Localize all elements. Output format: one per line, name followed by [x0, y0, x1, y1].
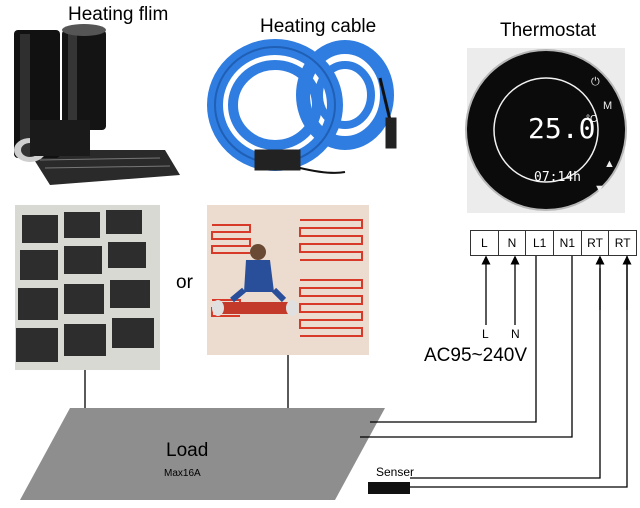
mode-button[interactable]: M [603, 100, 613, 112]
load-max-label: Max16A [164, 468, 201, 479]
down-arrow-icon[interactable]: ▼ [594, 183, 605, 195]
terminal-n1: N1 [554, 231, 582, 255]
thermostat-time: 07:14h [534, 170, 581, 185]
sensor-label: Senser [376, 465, 415, 479]
heating-film-title: Heating flim [68, 4, 169, 25]
sensor-probe [368, 482, 410, 494]
heating-cable-title: Heating cable [260, 16, 377, 37]
terminal-rt-1: RT [582, 231, 610, 255]
terminal-block: L N L1 N1 RT RT [470, 230, 637, 256]
input-n-label: N [511, 327, 520, 341]
thermostat-temp-unit: °C [586, 114, 598, 125]
or-label: or [176, 272, 193, 293]
terminal-rt-2: RT [614, 236, 631, 250]
connection-lines [84, 254, 628, 488]
arrows [481, 255, 632, 325]
heating-cable-floor-photo [207, 205, 369, 355]
terminal-l1: L1 [526, 231, 555, 255]
thermostat-title: Thermostat [500, 20, 597, 41]
power-icon[interactable]: ⏻ [591, 76, 600, 88]
heating-cable-coil-image [207, 39, 397, 174]
terminal-n: N [499, 231, 527, 255]
input-l-label: L [482, 327, 489, 341]
power-supply-label: AC95~240V [424, 345, 527, 366]
up-arrow-icon[interactable]: ▲ [604, 158, 615, 170]
heating-film-floor-photo [15, 205, 160, 370]
terminal-l: L [471, 231, 499, 255]
load-block [20, 408, 385, 500]
heating-film-rolls-image [14, 24, 180, 185]
thermostat-device-image [465, 48, 627, 213]
load-label: Load [166, 440, 209, 461]
thermostat-temperature: 25.0 [528, 112, 596, 145]
